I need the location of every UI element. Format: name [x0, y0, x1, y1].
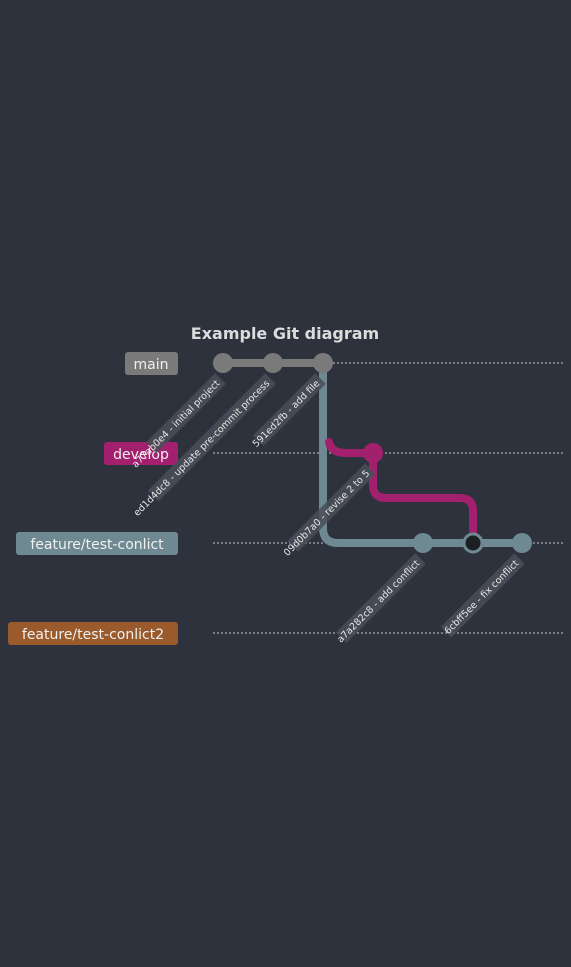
commit-label-bg [145, 373, 226, 454]
branch-label-bg [8, 622, 178, 645]
commit-node-6cbff5ee[interactable] [512, 533, 532, 553]
diagram-title: Example Git diagram [191, 324, 379, 343]
commit-node-09d0b7a0[interactable] [363, 443, 383, 463]
commit-label-text: 6cbff5ee - fix conflict [443, 558, 522, 637]
commit-node-merge[interactable] [462, 532, 484, 554]
branch-label-text: feature/test-conlict2 [22, 627, 164, 643]
commit-label-bg [440, 553, 525, 638]
branch-label-bg [125, 352, 178, 375]
commit-node-591ed2fb[interactable] [313, 353, 333, 373]
branch-path-develop [325, 438, 477, 547]
branch-label-bg [16, 532, 178, 555]
commit-label-bg [287, 463, 376, 552]
commit-node-ed1d4dc8[interactable] [263, 353, 283, 373]
branch-label-main[interactable]: main [125, 352, 178, 375]
branch-path-feature-test-conlict [319, 359, 526, 547]
branch-label-feature-test-conlict2[interactable]: feature/test-conlict2 [8, 622, 178, 645]
commit-label-bg [147, 373, 276, 502]
branch-label-feature-test-conlict[interactable]: feature/test-conlict [16, 532, 178, 555]
branch-label-text: main [134, 357, 169, 373]
commit-label-text: a7a282c8 - add conflict [335, 558, 422, 645]
commit-label-bg [252, 373, 326, 447]
commit-label-a7a282c8: a7a282c8 - add conflict [335, 553, 426, 645]
commit-label-6cbff5ee: 6cbff5ee - fix conflict [440, 553, 525, 638]
branch-label-text: feature/test-conlict [30, 537, 164, 553]
commit-label-bg [336, 553, 426, 644]
commit-node-a7a282c8[interactable] [413, 533, 433, 553]
commit-node-a77ab0e4[interactable] [213, 353, 233, 373]
